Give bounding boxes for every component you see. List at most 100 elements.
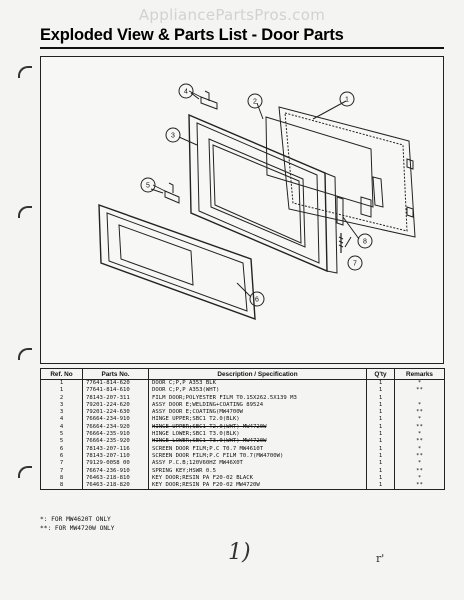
exploded-view-drawing: 1 2 3 4 5 6 7 8	[98, 83, 416, 321]
cell-part: 77641-814-610	[82, 387, 149, 395]
cell-ref: 5	[40, 431, 83, 439]
cell-remarks: **	[394, 482, 445, 491]
cell-qty: 1	[366, 387, 395, 395]
cell-part: 76664-235-920	[82, 438, 149, 446]
cell-desc-struck: HINGE LOWER;SBC1 T3.0(WHT) MW4720W	[148, 438, 367, 446]
cell-desc: DOOR C;P,P A353(WHT)	[148, 387, 367, 395]
cell-part: 79129-0058 00	[82, 460, 149, 468]
cell-ref: 4	[40, 423, 83, 432]
cell-qty: 1	[366, 394, 395, 402]
cell-part: 76664-235-910	[82, 431, 149, 439]
cell-remarks: **	[394, 452, 445, 461]
part-8-key-door	[336, 196, 344, 226]
cell-qty: 1	[366, 423, 395, 432]
cell-desc-struck: HINGE UPPER;SBC1 T2.0(WHT) MW4720W	[148, 423, 367, 432]
cell-ref: 3	[40, 401, 83, 410]
cell-desc: SCREEN DOOR FILM;P.C T0.7 MW4610T	[148, 445, 367, 453]
cell-part: 77641-814-620	[82, 379, 149, 388]
binder-hole	[18, 66, 32, 78]
cell-ref: 1	[40, 379, 83, 388]
cell-remarks: *	[394, 416, 445, 424]
watermark: AppliancePartsPros.com	[138, 6, 326, 24]
callout-2: 2	[253, 99, 257, 106]
cell-remarks: **	[394, 387, 445, 395]
cell-remarks: **	[394, 438, 445, 446]
part-4-upper-hinge	[188, 90, 218, 110]
cell-part: 76463-218-810	[82, 474, 149, 483]
cell-part: 78143-207-311	[82, 394, 149, 402]
cell-qty: 1	[366, 379, 395, 388]
cell-desc: DOOR C;P,P A353 BLK	[148, 379, 367, 388]
cell-qty: 1	[366, 452, 395, 461]
binder-hole	[18, 466, 32, 478]
header-parts-no: Parts No.	[82, 368, 149, 380]
cell-part: 79201-224-630	[82, 409, 149, 417]
footnote-mw4720w: **: FOR MW4720W ONLY	[40, 525, 115, 532]
cell-ref: 3	[40, 409, 83, 417]
cell-part: 76664-234-910	[82, 416, 149, 424]
cell-desc: ASSY DOOR E;COATING(MW4700W	[148, 409, 367, 417]
cell-qty: 1	[366, 401, 395, 410]
cell-qty: 1	[366, 474, 395, 483]
cell-part: 79201-224-620	[82, 401, 149, 410]
cell-desc: SCREEN DOOR FILM;P.C FILM T0.7(MW4700W)	[148, 452, 367, 461]
cell-remarks: **	[394, 423, 445, 432]
header-ref-no: Ref. No	[40, 368, 83, 380]
page-title: Exploded View & Parts List - Door Parts	[40, 26, 344, 44]
cell-ref: 5	[40, 438, 83, 446]
exploded-view-diagram: 1 2 3 4 5 6 7 8	[40, 56, 444, 364]
header-description: Description / Specification	[148, 368, 367, 380]
cell-remarks: *	[394, 460, 445, 468]
cell-remarks: *	[394, 431, 445, 439]
part-7-spring-key	[338, 233, 344, 253]
part-6-screen-film	[98, 203, 256, 321]
cell-qty: 1	[366, 482, 395, 491]
cell-remarks: *	[394, 445, 445, 453]
header-remarks: Remarks	[394, 368, 445, 380]
binder-hole	[18, 348, 32, 360]
table-header-row: Ref. No Parts No. Description / Specific…	[40, 368, 445, 380]
callout-3: 3	[171, 133, 175, 140]
cell-ref: 7	[40, 460, 83, 468]
cell-qty: 1	[366, 460, 395, 468]
cell-part: 78143-207-110	[82, 452, 149, 461]
cell-ref: 4	[40, 416, 83, 424]
cell-remarks	[394, 394, 445, 402]
part-1-door-frame	[278, 106, 416, 238]
cell-remarks: *	[394, 379, 445, 388]
cell-desc: ASSY DOOR E;WELDING+COATING 89524	[148, 401, 367, 410]
part-5-lower-hinge	[152, 182, 180, 204]
cell-ref: 8	[40, 474, 83, 483]
cell-desc: HINGE UPPER;SBC1 T2.0(BLK)	[148, 416, 367, 424]
handwritten-tick: r'	[376, 552, 385, 565]
cell-remarks: *	[394, 474, 445, 483]
cell-remarks: **	[394, 467, 445, 475]
callout-7: 7	[353, 261, 357, 268]
callout-5: 5	[146, 183, 150, 190]
footnote-mw4620t: *: FOR MW4620T ONLY	[40, 516, 111, 523]
cell-part: 76463-218-820	[82, 482, 149, 491]
cell-desc: ASSY P.C.B;120V60HZ MW46X0T	[148, 460, 367, 468]
cell-qty: 1	[366, 409, 395, 417]
binder-hole	[18, 206, 32, 218]
cell-part: 78143-207-116	[82, 445, 149, 453]
callout-1: 1	[345, 97, 349, 104]
cell-remarks: *	[394, 401, 445, 410]
callout-8: 8	[363, 239, 367, 246]
cell-desc: SPRING KEY;HSWR 0.5	[148, 467, 367, 475]
callout-6: 6	[255, 297, 259, 304]
part-2-film	[265, 116, 374, 208]
